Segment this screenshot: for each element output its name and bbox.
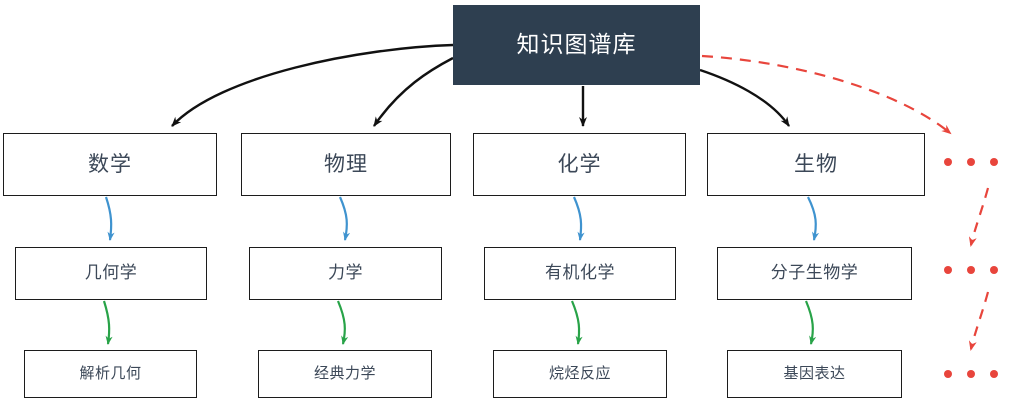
edge-root-to-math	[171, 43, 454, 127]
edge-geometry-to-analytic	[102, 300, 113, 345]
node-level2-mechanics[interactable]: 力学	[249, 247, 442, 300]
node-level1-chemistry[interactable]: 化学	[473, 133, 686, 196]
ellipsis-dot	[967, 266, 975, 274]
node-level3-classical-mechanics-label: 经典力学	[313, 364, 376, 382]
node-level3-gene-expression-label: 基因表达	[783, 364, 846, 382]
edge-root-to-more-dashed	[701, 54, 952, 135]
node-level2-geometry-label: 几何学	[84, 263, 138, 283]
node-level2-molecular-biology[interactable]: 分子生物学	[717, 247, 912, 300]
node-level3-classical-mechanics[interactable]: 经典力学	[258, 350, 432, 398]
node-level3-gene-expression[interactable]: 基因表达	[727, 350, 902, 398]
node-level1-biology[interactable]: 生物	[707, 133, 925, 196]
node-level1-physics-label: 物理	[324, 152, 368, 176]
node-level1-biology-label: 生物	[794, 152, 838, 176]
node-level2-organic-chemistry-label: 有机化学	[545, 263, 615, 283]
edge-root-to-biology	[699, 68, 790, 127]
node-level3-analytic-geometry-label: 解析几何	[79, 364, 142, 382]
ellipsis-dot	[990, 266, 998, 274]
node-level2-molecular-biology-label: 分子生物学	[770, 263, 859, 283]
node-level3-alkane-reaction[interactable]: 烷烃反应	[493, 350, 667, 398]
node-level3-analytic-geometry[interactable]: 解析几何	[24, 350, 197, 398]
node-level1-physics[interactable]: 物理	[241, 133, 451, 196]
ellipsis-dot	[944, 370, 952, 378]
node-level1-chemistry-label: 化学	[557, 152, 602, 176]
edge-physics-to-mechanics	[338, 196, 351, 241]
node-level2-mechanics-label: 力学	[328, 263, 363, 283]
edge-more-row1-to-row2-dashed	[968, 187, 990, 247]
node-level1-math-label: 数学	[88, 152, 132, 176]
node-level2-geometry[interactable]: 几何学	[15, 247, 207, 300]
node-root-label: 知识图谱库	[516, 31, 637, 58]
ellipsis-dot	[944, 158, 952, 166]
edge-biology-to-molecular	[807, 196, 820, 241]
edge-chemistry-to-organic	[572, 196, 585, 241]
ellipsis-dot	[990, 158, 998, 166]
ellipsis-dot	[967, 158, 975, 166]
edge-root-to-physics	[373, 56, 454, 127]
ellipsis-dot	[990, 370, 998, 378]
node-root[interactable]: 知识图谱库	[453, 5, 700, 85]
edge-molecular-to-gene	[804, 300, 817, 345]
ellipsis-dot	[967, 370, 975, 378]
ellipsis-dot	[944, 266, 952, 274]
edge-math-to-geometry	[104, 196, 115, 241]
edge-mechanics-to-classical	[336, 300, 349, 345]
node-level2-organic-chemistry[interactable]: 有机化学	[484, 247, 676, 300]
edge-more-row2-to-row3-dashed	[968, 291, 990, 351]
node-level1-math[interactable]: 数学	[3, 133, 217, 196]
edge-organic-to-alkane	[570, 300, 583, 345]
node-level3-alkane-reaction-label: 烷烃反应	[548, 364, 611, 382]
